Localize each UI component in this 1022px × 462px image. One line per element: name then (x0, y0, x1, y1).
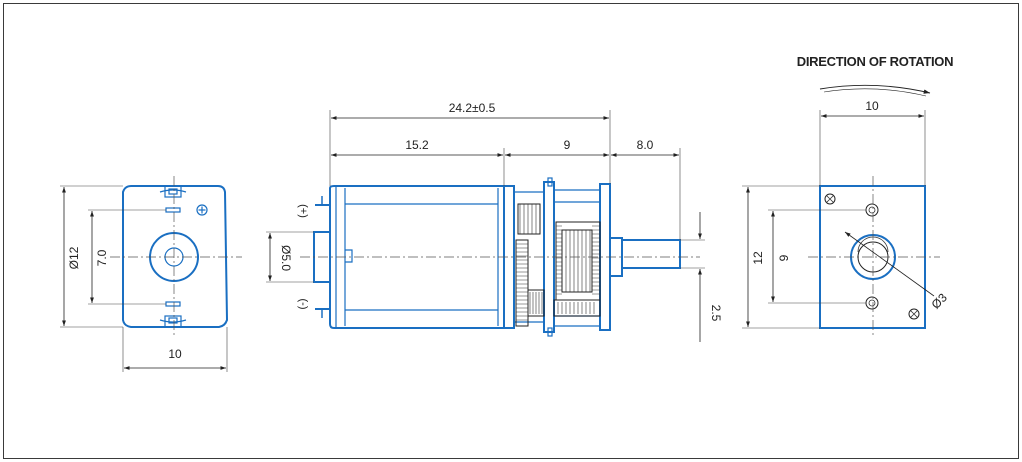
front-dia-outer-label: Ø12 (67, 246, 81, 269)
end-height-label: 12 (751, 251, 765, 265)
side-gears (515, 203, 601, 327)
end-hole-spacing-label: 9 (777, 254, 791, 261)
front-housing (122, 185, 229, 328)
front-inner-label: 7.0 (95, 249, 109, 266)
side-view: (+) (-) (266, 101, 723, 342)
end-screw-top-left (824, 193, 836, 205)
end-view: DIRECTION OF ROTATION (742, 54, 954, 336)
front-bottom-terminal (164, 315, 182, 328)
front-view: Ø12 7.0 10 (60, 176, 242, 372)
side-flat-label: 2.5 (709, 305, 723, 322)
side-terminal-pos-label: (+) (297, 204, 309, 218)
side-terminal-neg-label: (-) (297, 299, 309, 310)
front-top-terminal (164, 185, 182, 198)
side-shaft-length-label: 8.0 (637, 138, 654, 152)
end-screw-bottom-right (908, 308, 920, 320)
side-motor-length-label: 15.2 (405, 138, 429, 152)
front-width-label: 10 (168, 347, 182, 361)
side-overall-length-label: 24.2±0.5 (449, 101, 496, 115)
side-boss-dia-label: Ø5.0 (279, 245, 293, 271)
rotation-title: DIRECTION OF ROTATION (797, 54, 953, 69)
front-plus-mark (196, 204, 208, 216)
side-gearbox-length-label: 9 (564, 138, 571, 152)
drawing-border (3, 3, 1019, 459)
rotation-arrow (819, 84, 931, 94)
end-shaft-dia-leader (844, 231, 935, 297)
end-width-label: 10 (865, 99, 879, 113)
